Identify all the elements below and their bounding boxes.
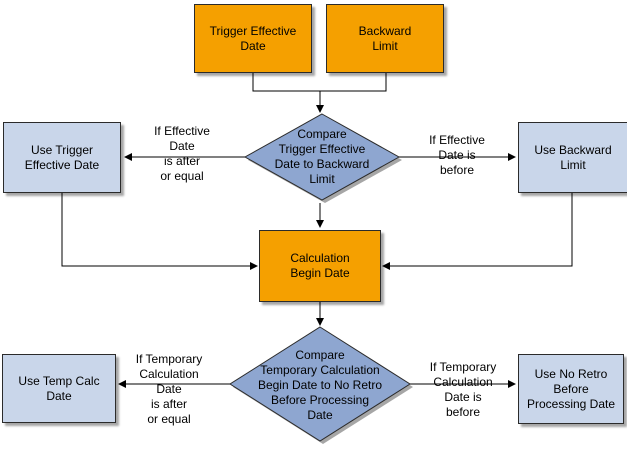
compare-temporary-text: Compare Temporary Calculation Begin Date…: [257, 347, 383, 422]
calculation-begin-date-box: Calculation Begin Date: [259, 230, 381, 302]
use-trigger-effective-date-box: Use Trigger Effective Date: [3, 122, 121, 193]
decision-diamond-trigger: [243, 113, 401, 201]
label-temporary-before: If Temporary Calculation Date is before: [429, 360, 497, 419]
connector-trigger-to-merge: [252, 73, 387, 92]
compare-trigger-text: Compare Trigger Effective Date to Backwa…: [274, 127, 370, 186]
use-no-retro-box: Use No Retro Before Processing Date: [518, 354, 624, 424]
decision-diamond-temporary: [229, 326, 411, 442]
use-backward-limit-box: Use Backward Limit: [518, 122, 627, 193]
label-effective-after-equal: If Effective Date is after or equal: [154, 124, 210, 183]
label-effective-before: If Effective Date is before: [429, 133, 485, 177]
trigger-effective-date-box: Trigger Effective Date: [194, 4, 312, 73]
connector-use-backward-to-calc: [382, 193, 573, 270]
backward-limit-box: Backward Limit: [326, 4, 444, 73]
label-temporary-after-equal: If Temporary Calculation Date is after o…: [135, 352, 203, 426]
connector-use-trigger-to-calc: [61, 193, 258, 270]
use-temp-calc-date-box: Use Temp Calc Date: [2, 354, 116, 423]
